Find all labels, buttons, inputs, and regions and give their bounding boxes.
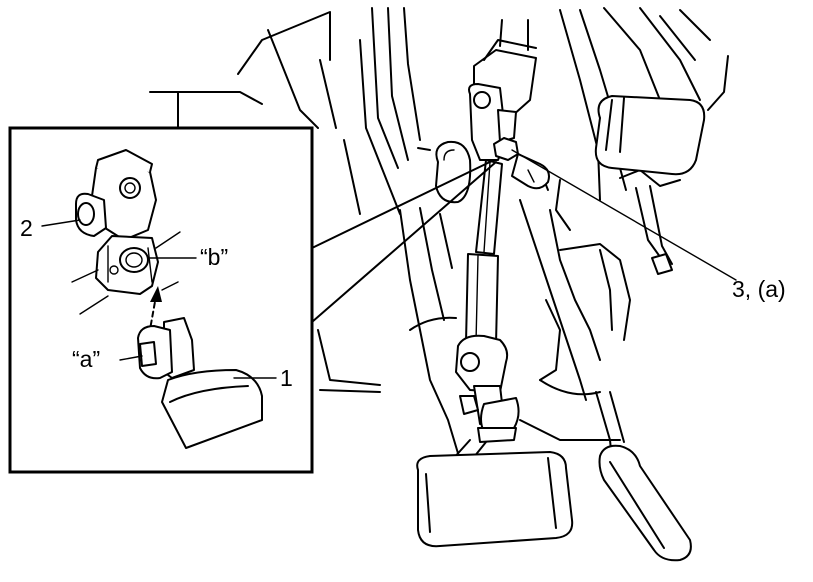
universal-joint-yoke	[71, 149, 181, 315]
zoom-callout-lines	[311, 159, 497, 323]
steering-column	[455, 19, 550, 443]
leader-mark-a	[119, 355, 143, 361]
label-mark-b: “b”	[200, 244, 228, 270]
label-part-2: 2	[20, 215, 33, 241]
steering-shaft-end	[137, 317, 263, 449]
brake-pedal	[416, 439, 574, 548]
leader-part-2	[41, 219, 81, 227]
leader-part-3	[511, 149, 737, 281]
detail-inset: 2 “b” “a” 1	[8, 126, 314, 474]
accelerator-pedal	[595, 391, 692, 562]
label-part-3: 3, (a)	[732, 276, 786, 302]
label-part-1: 1	[280, 365, 293, 391]
pedal-box-structure	[149, 7, 729, 461]
label-mark-a: “a”	[72, 346, 100, 372]
